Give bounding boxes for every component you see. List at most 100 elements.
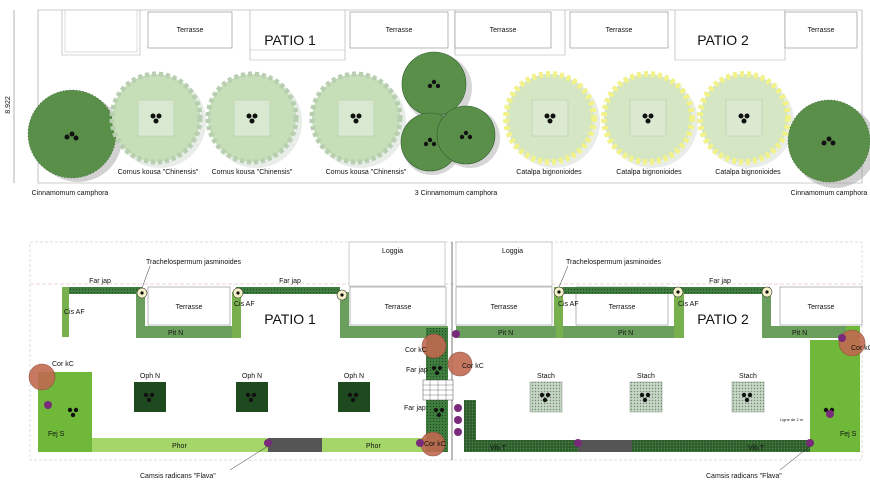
far-jap-hedge	[674, 287, 770, 294]
bed-label: Vib T	[748, 445, 765, 452]
loggia-box	[348, 241, 446, 287]
hedge-label: Far jap	[406, 367, 428, 374]
patio-2-title: PATIO 2	[697, 32, 749, 48]
shrub-label: Cor kC	[424, 441, 446, 448]
fej-s-bed	[810, 340, 860, 452]
pit-n-hedge	[456, 326, 556, 338]
hedge-label: Far jap	[279, 278, 301, 285]
terrasse-label: Terrasse	[808, 27, 835, 34]
catalpa-tree	[601, 71, 698, 168]
cis-af-hedge	[554, 287, 563, 338]
shrub-label: Cor kC	[52, 361, 74, 368]
plant-label: Catalpa bignonioides	[516, 169, 582, 176]
hedge-label: Pit N	[498, 330, 513, 337]
plant-label: Trachelospermum jasminoides	[146, 259, 242, 266]
terrasse-box	[349, 11, 449, 49]
terrasse-box	[454, 11, 552, 49]
vib-t-bed	[464, 440, 578, 452]
pit-n-hedge	[136, 292, 145, 338]
pit-n-hedge	[136, 326, 232, 338]
shrub-label: Cor kC	[462, 363, 484, 370]
terrasse-box	[779, 286, 863, 326]
hedge-label: Cis AF	[234, 301, 255, 308]
dimension-label: 8.922	[5, 96, 12, 114]
patio-1-title: PATIO 1	[264, 311, 316, 327]
vib-t-bed	[632, 440, 810, 452]
campsis-marker	[44, 330, 846, 447]
far-jap-hedge	[236, 287, 340, 294]
patio-2-title: PATIO 2	[697, 311, 749, 327]
plant-label: Cinnamomum camphora	[791, 190, 868, 197]
far-jap-hedge	[558, 287, 674, 294]
terrasse-box	[147, 11, 233, 49]
plant-label: 3 Cinnamomum camphora	[415, 190, 498, 197]
cis-af-hedge	[232, 292, 241, 338]
hedge-label: Cis AF	[64, 309, 85, 316]
top-plan: Terrasse Terrasse Terrasse Terrasse Terr…	[5, 9, 870, 197]
terrasse-box	[147, 286, 231, 326]
bed-label: Oph N	[242, 373, 262, 380]
loggia-label: Loggia	[382, 248, 403, 255]
plant-label: Camsis radicans "Flava"	[706, 473, 782, 480]
hedge-label: Pit N	[168, 330, 183, 337]
bed-label: Vib T	[490, 445, 507, 452]
cinnamomum-tree	[787, 99, 870, 188]
loggia-label: Loggia	[502, 248, 523, 255]
shrub-label: Cor kC	[405, 347, 427, 354]
cornus-tree	[205, 71, 302, 168]
terrasse-box	[349, 286, 447, 326]
hedge-label: Pit N	[618, 330, 633, 337]
bottom-plan: Loggia Loggia Terrasse Terrasse Terrasse…	[28, 241, 870, 480]
plant-label: Catalpa bignonioides	[616, 169, 682, 176]
terrasse-label: Terrasse	[490, 27, 517, 34]
cinnamomum-group	[400, 51, 500, 175]
plant-label: Cornus kousa "Chinensis"	[326, 169, 407, 176]
scale-note: Ligne de 2 m	[780, 417, 804, 422]
catalpa-tree	[697, 71, 794, 168]
bed-label: Phor	[172, 443, 187, 450]
shrub-label: Cor kC	[851, 345, 870, 352]
bed-label: Oph N	[344, 373, 364, 380]
terrasse-label: Terrasse	[386, 27, 413, 34]
bed-label: Stach	[739, 373, 757, 380]
pit-n-hedge	[340, 326, 448, 338]
bed-label: Fej S	[840, 431, 857, 438]
oph-n-bed	[134, 382, 166, 412]
bed-label: Stach	[537, 373, 555, 380]
plant-label: Trachelospermum jasminoides	[566, 259, 662, 266]
hedge-label: Far jap	[709, 278, 731, 285]
plant-label: Catalpa bignonioides	[715, 169, 781, 176]
terrasse-box	[455, 286, 553, 326]
oph-n-bed	[338, 382, 370, 412]
cornus-tree	[309, 71, 406, 168]
patio-1-title: PATIO 1	[264, 32, 316, 48]
catalpa-tree	[503, 71, 600, 168]
hedge-label: Cis AF	[678, 301, 699, 308]
stach-bed	[731, 381, 765, 413]
cinnamomum-tree	[27, 89, 122, 182]
oph-n-bed	[236, 382, 268, 412]
pit-n-hedge	[563, 326, 674, 338]
bed-label: Phor	[366, 443, 381, 450]
terrasse-box	[569, 11, 669, 49]
hedge-label: Far jap	[404, 405, 426, 412]
paving	[268, 438, 322, 452]
hedge-label: Far jap	[89, 278, 111, 285]
cis-af-hedge	[62, 287, 69, 337]
plant-label: Camsis radicans "Flava"	[140, 473, 216, 480]
trachelospermum-marker	[136, 286, 773, 301]
hedge-label: Pit N	[792, 330, 807, 337]
phor-bed	[92, 438, 268, 452]
terrasse-label: Terrasse	[808, 304, 835, 311]
pit-n-hedge	[340, 292, 349, 338]
bed-label: Fej S	[48, 431, 65, 438]
cis-af-hedge	[674, 292, 684, 338]
stach-bed	[629, 381, 663, 413]
loggia-box	[455, 241, 553, 287]
pit-n-hedge	[762, 326, 846, 338]
phor-bed	[322, 438, 426, 452]
plant-label: Cinnamomum camphora	[32, 190, 109, 197]
terrasse-label: Terrasse	[177, 27, 204, 34]
terrasse-label: Terrasse	[385, 304, 412, 311]
